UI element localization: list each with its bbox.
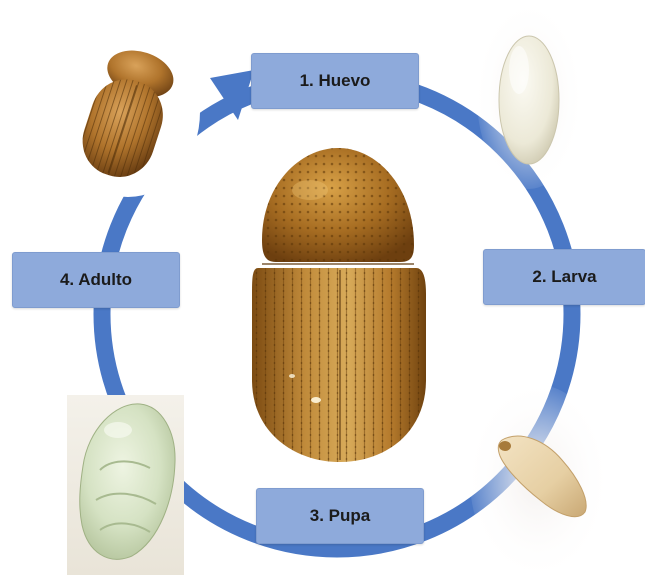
larva-photo bbox=[470, 385, 606, 575]
egg-photo bbox=[477, 5, 581, 189]
stage-label: 3. Pupa bbox=[310, 506, 370, 526]
adult-beetle-photo bbox=[233, 135, 443, 485]
stage-3-pupa: 3. Pupa bbox=[256, 488, 424, 544]
stage-label: 1. Huevo bbox=[300, 71, 371, 91]
pupa-photo bbox=[67, 395, 184, 575]
stage-label: 4. Adulto bbox=[60, 270, 132, 290]
stage-2-larva: 2. Larva bbox=[483, 249, 645, 305]
stage-label: 2. Larva bbox=[532, 267, 596, 287]
stage-1-egg: 1. Huevo bbox=[251, 53, 419, 109]
young-adult-photo bbox=[56, 27, 200, 197]
stage-4-adult: 4. Adulto bbox=[12, 252, 180, 308]
